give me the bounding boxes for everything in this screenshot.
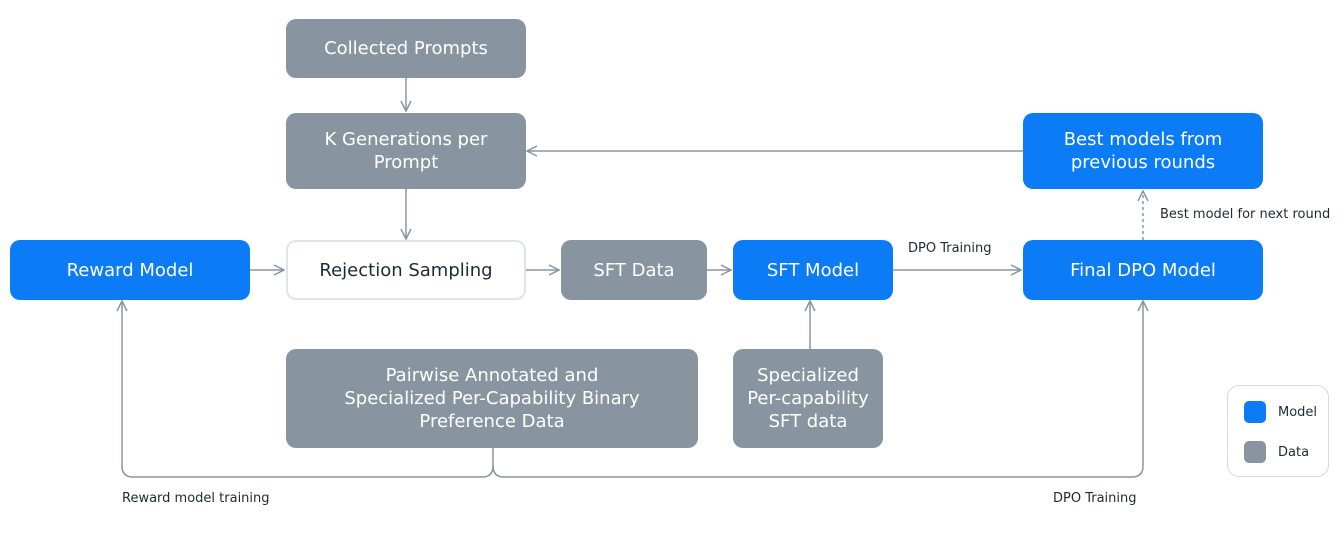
legend-swatch-data (1244, 441, 1266, 463)
node-best-models: Best models from previous rounds (1023, 113, 1263, 189)
node-pairwise-preference-data: Pairwise Annotated and Specialized Per-C… (286, 349, 698, 448)
legend: Model Data (1227, 385, 1329, 477)
label-reward-model-training: Reward model training (122, 491, 270, 506)
node-collected-prompts: Collected Prompts (286, 19, 526, 78)
node-specialized-sft-data: Specialized Per-capability SFT data (733, 349, 883, 448)
legend-label-model: Model (1278, 404, 1318, 420)
legend-item-data: Data (1244, 441, 1309, 463)
node-sft-data: SFT Data (561, 240, 707, 300)
node-final-dpo-model: Final DPO Model (1023, 240, 1263, 300)
node-k-generations: K Generations per Prompt (286, 113, 526, 189)
node-reward-model: Reward Model (10, 240, 250, 300)
legend-label-data: Data (1278, 444, 1310, 460)
edge-pairwise-to-reward (122, 301, 494, 478)
label-best-model-next-round: Best model for next round (1160, 207, 1331, 222)
legend-item-model: Model (1244, 401, 1317, 423)
node-rejection-sampling: Rejection Sampling (286, 240, 526, 300)
label-dpo-training-bottom: DPO Training (1053, 491, 1137, 506)
node-sft-model: SFT Model (733, 240, 893, 300)
label-dpo-training-top: DPO Training (908, 241, 992, 256)
legend-swatch-model (1244, 401, 1266, 423)
edge-pairwise-to-dpo (492, 301, 1143, 478)
